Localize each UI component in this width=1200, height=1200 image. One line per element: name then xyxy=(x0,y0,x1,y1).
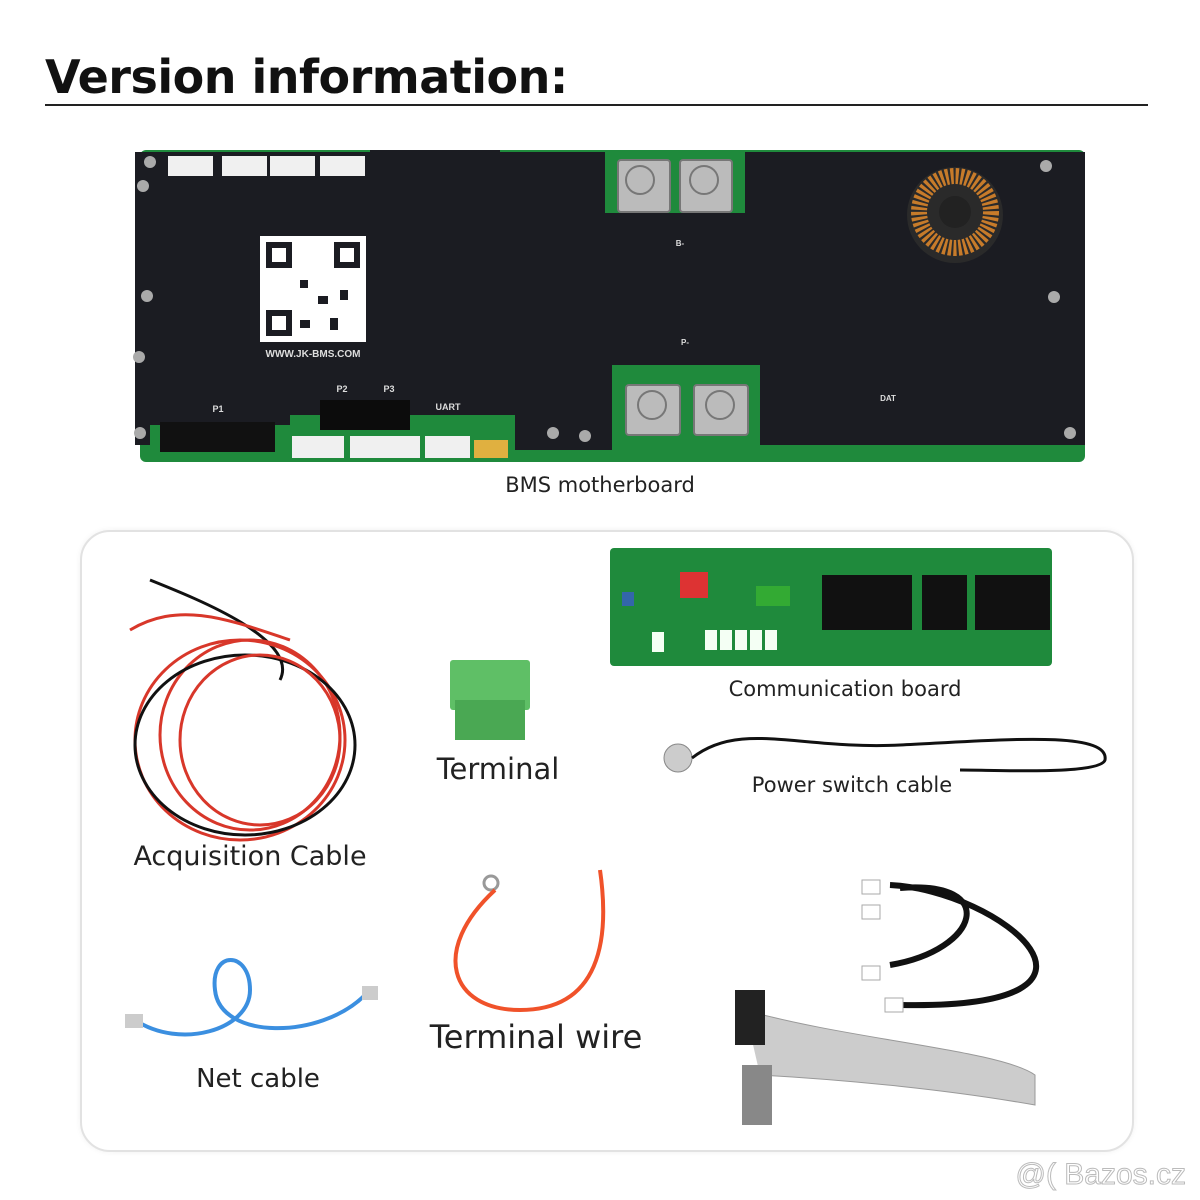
terminal-wire-caption: Terminal wire xyxy=(429,1018,643,1056)
top-connectors xyxy=(168,156,365,176)
terminal-b-label: B- xyxy=(676,239,685,248)
port-p2-label: P2 xyxy=(336,384,347,394)
bms-motherboard-caption: BMS motherboard xyxy=(505,473,695,497)
terminal-image xyxy=(450,660,530,740)
power-switch-cable-caption: Power switch cable xyxy=(751,773,953,797)
title-underline xyxy=(45,104,1148,106)
relays xyxy=(320,400,410,430)
page-title: Version information: xyxy=(45,50,568,104)
terminal-p-label: P- xyxy=(681,338,689,347)
terminal-caption: Terminal xyxy=(436,752,560,786)
power-switch-cable-image xyxy=(663,737,1107,773)
communication-board-caption: Communication board xyxy=(728,677,962,701)
communication-board-image xyxy=(610,548,1052,666)
terminal-dat-label: DAT xyxy=(880,394,896,403)
p1-header xyxy=(160,422,275,452)
net-cable-image xyxy=(125,958,378,1037)
net-cable-caption: Net cable xyxy=(196,1064,320,1094)
port-uart-label: UART xyxy=(436,402,461,412)
port-p1-label: P1 xyxy=(212,404,223,414)
website-label: WWW.JK-BMS.COM xyxy=(266,349,361,360)
qr-code xyxy=(260,236,366,342)
black-cover xyxy=(135,150,1085,450)
bottom-connectors xyxy=(292,436,470,458)
acquisition-cable-image xyxy=(129,578,357,842)
bms-motherboard-image: WWW.JK-BMS.COM P1 P2 P3 UART B- P- DAT xyxy=(133,150,1085,462)
port-p3-label: P3 xyxy=(383,384,394,394)
acquisition-cable-caption: Acquisition Cable xyxy=(133,841,367,872)
bolts xyxy=(617,159,749,436)
screws xyxy=(133,156,1076,442)
watermark: @( Bazos.cz xyxy=(1015,1158,1186,1192)
terminal-wire-image xyxy=(453,869,606,1013)
toroid-inductor xyxy=(907,167,1003,263)
wiring-harness-image xyxy=(735,879,1039,1125)
